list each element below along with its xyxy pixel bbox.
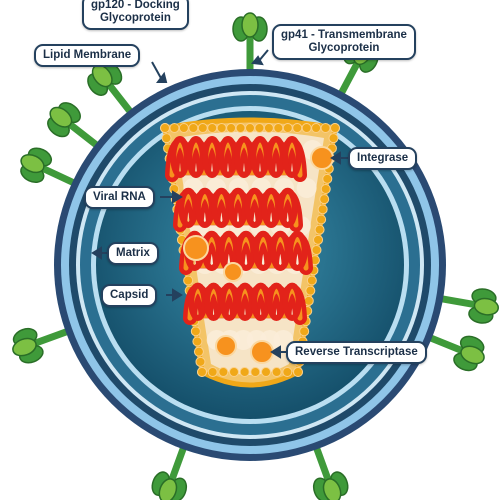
viral-rna-label-text: Viral RNA [93,191,146,203]
spike-knob [158,478,178,500]
capsid-dot [301,123,312,133]
integrase-enzyme [310,146,334,170]
capsid-dot [306,275,317,286]
capsid-dot [193,346,204,357]
capsid-dot [216,123,227,133]
capsid-dot [261,367,271,377]
rna-loop [282,136,302,178]
matrix-label: Matrix [107,242,159,265]
gp120-label: gp120 - Docking Glycoprotein [82,0,189,30]
lipid-membrane-label-text: Lipid Membrane [43,49,132,61]
lipid-membrane-label: Lipid Membrane [34,44,141,67]
capsid-dot [317,204,328,215]
reverse-transcriptase-label: Reverse Transcriptase [286,341,427,364]
capsid-bubble [296,178,317,198]
capsid-dot [235,123,246,133]
rna-loop [277,187,298,228]
capsid-arrowhead [172,288,183,302]
capsid-dot [311,245,322,255]
spike-knob [460,345,485,365]
matrix-arrowhead [91,246,102,260]
reverse-transcriptase-label-text: Reverse Transcriptase [295,346,418,358]
capsid-dot [320,123,331,133]
capsid-dot [282,367,293,377]
capsid-dot [311,123,322,133]
reverse-transcriptase-enzyme [250,340,274,364]
matrix-label-text: Matrix [116,247,150,259]
capsid-dot [299,326,310,337]
capsid-dot [282,123,293,133]
capsid-dot [160,123,170,133]
capsid-dot [292,123,303,133]
spike-knob [12,337,37,357]
spike-knob [322,478,342,500]
gp120-label-line1: gp120 - Docking [91,0,180,11]
capsid-dot [313,234,324,245]
capsid-dot [330,123,340,133]
capsid-dot [218,367,229,377]
capsid-dot [192,336,203,347]
capsid-dot [190,326,201,337]
capsid-dot [328,133,339,144]
capsid-dot [169,123,180,133]
capsid-dot [250,367,261,377]
lipid-membrane-arrow [151,61,163,81]
gp120-label-line2: Glycoprotein [99,12,171,24]
capsid-dot [188,123,199,133]
glycoprotein-spike [12,321,86,364]
capsid-dot [207,367,218,377]
integrase-label: Integrase [348,147,418,170]
capsid-dot [271,367,282,377]
lipid-membrane-arrowhead [156,71,168,83]
gp41-label-line2: Glycoprotein [308,42,380,54]
enzyme-particle-low [215,335,237,357]
capsid-dot [207,123,218,133]
integrase-label-text: Integrase [357,152,409,164]
capsid-dot [245,123,255,133]
capsid-dot [293,367,303,377]
capsid-dot [320,184,331,194]
capsid-label: Capsid [101,284,158,307]
capsid-dot [319,194,330,205]
viral-rna-label: Viral RNA [84,186,155,209]
gp41-label-line1: gp41 - Transmembrane [281,29,407,41]
capsid-dot [263,123,274,133]
rna-loop [287,230,308,271]
capsid-dot [197,367,207,377]
enzyme-particle [183,235,209,261]
capsid-dot [226,123,237,133]
callout-arrows [91,49,349,359]
capsid-dot [305,285,316,296]
capsid-label-text: Capsid [110,289,149,301]
capsid-dot [178,123,189,133]
integrase-arrowhead [330,151,341,165]
capsid-dot [239,367,250,377]
capsid-dot [183,275,194,286]
capsid-dot [195,356,206,367]
capsid-dot [161,133,172,144]
glycoprotein-spike [232,12,268,89]
capsid-dot [197,123,208,133]
spike-knob [241,12,259,38]
gp41-arrowhead [251,55,264,66]
spike-stem [246,29,254,89]
spike-knob [49,106,73,128]
capsid-dot [254,123,265,133]
capsid-dot [316,214,327,225]
gp41-label: gp41 - Transmembrane Glycoprotein [272,24,416,60]
capsid-dot [273,123,284,133]
capsid-dot [314,224,325,235]
viral-rna-arrowhead [172,190,183,204]
spike-knob [473,297,500,316]
rna-loop [282,282,302,321]
enzyme-particle-small [223,262,243,282]
capsid-dot [229,367,239,377]
capsid-dot [322,173,333,184]
reverse-transcriptase-arrowhead [270,345,281,359]
spike-knob [20,153,45,174]
